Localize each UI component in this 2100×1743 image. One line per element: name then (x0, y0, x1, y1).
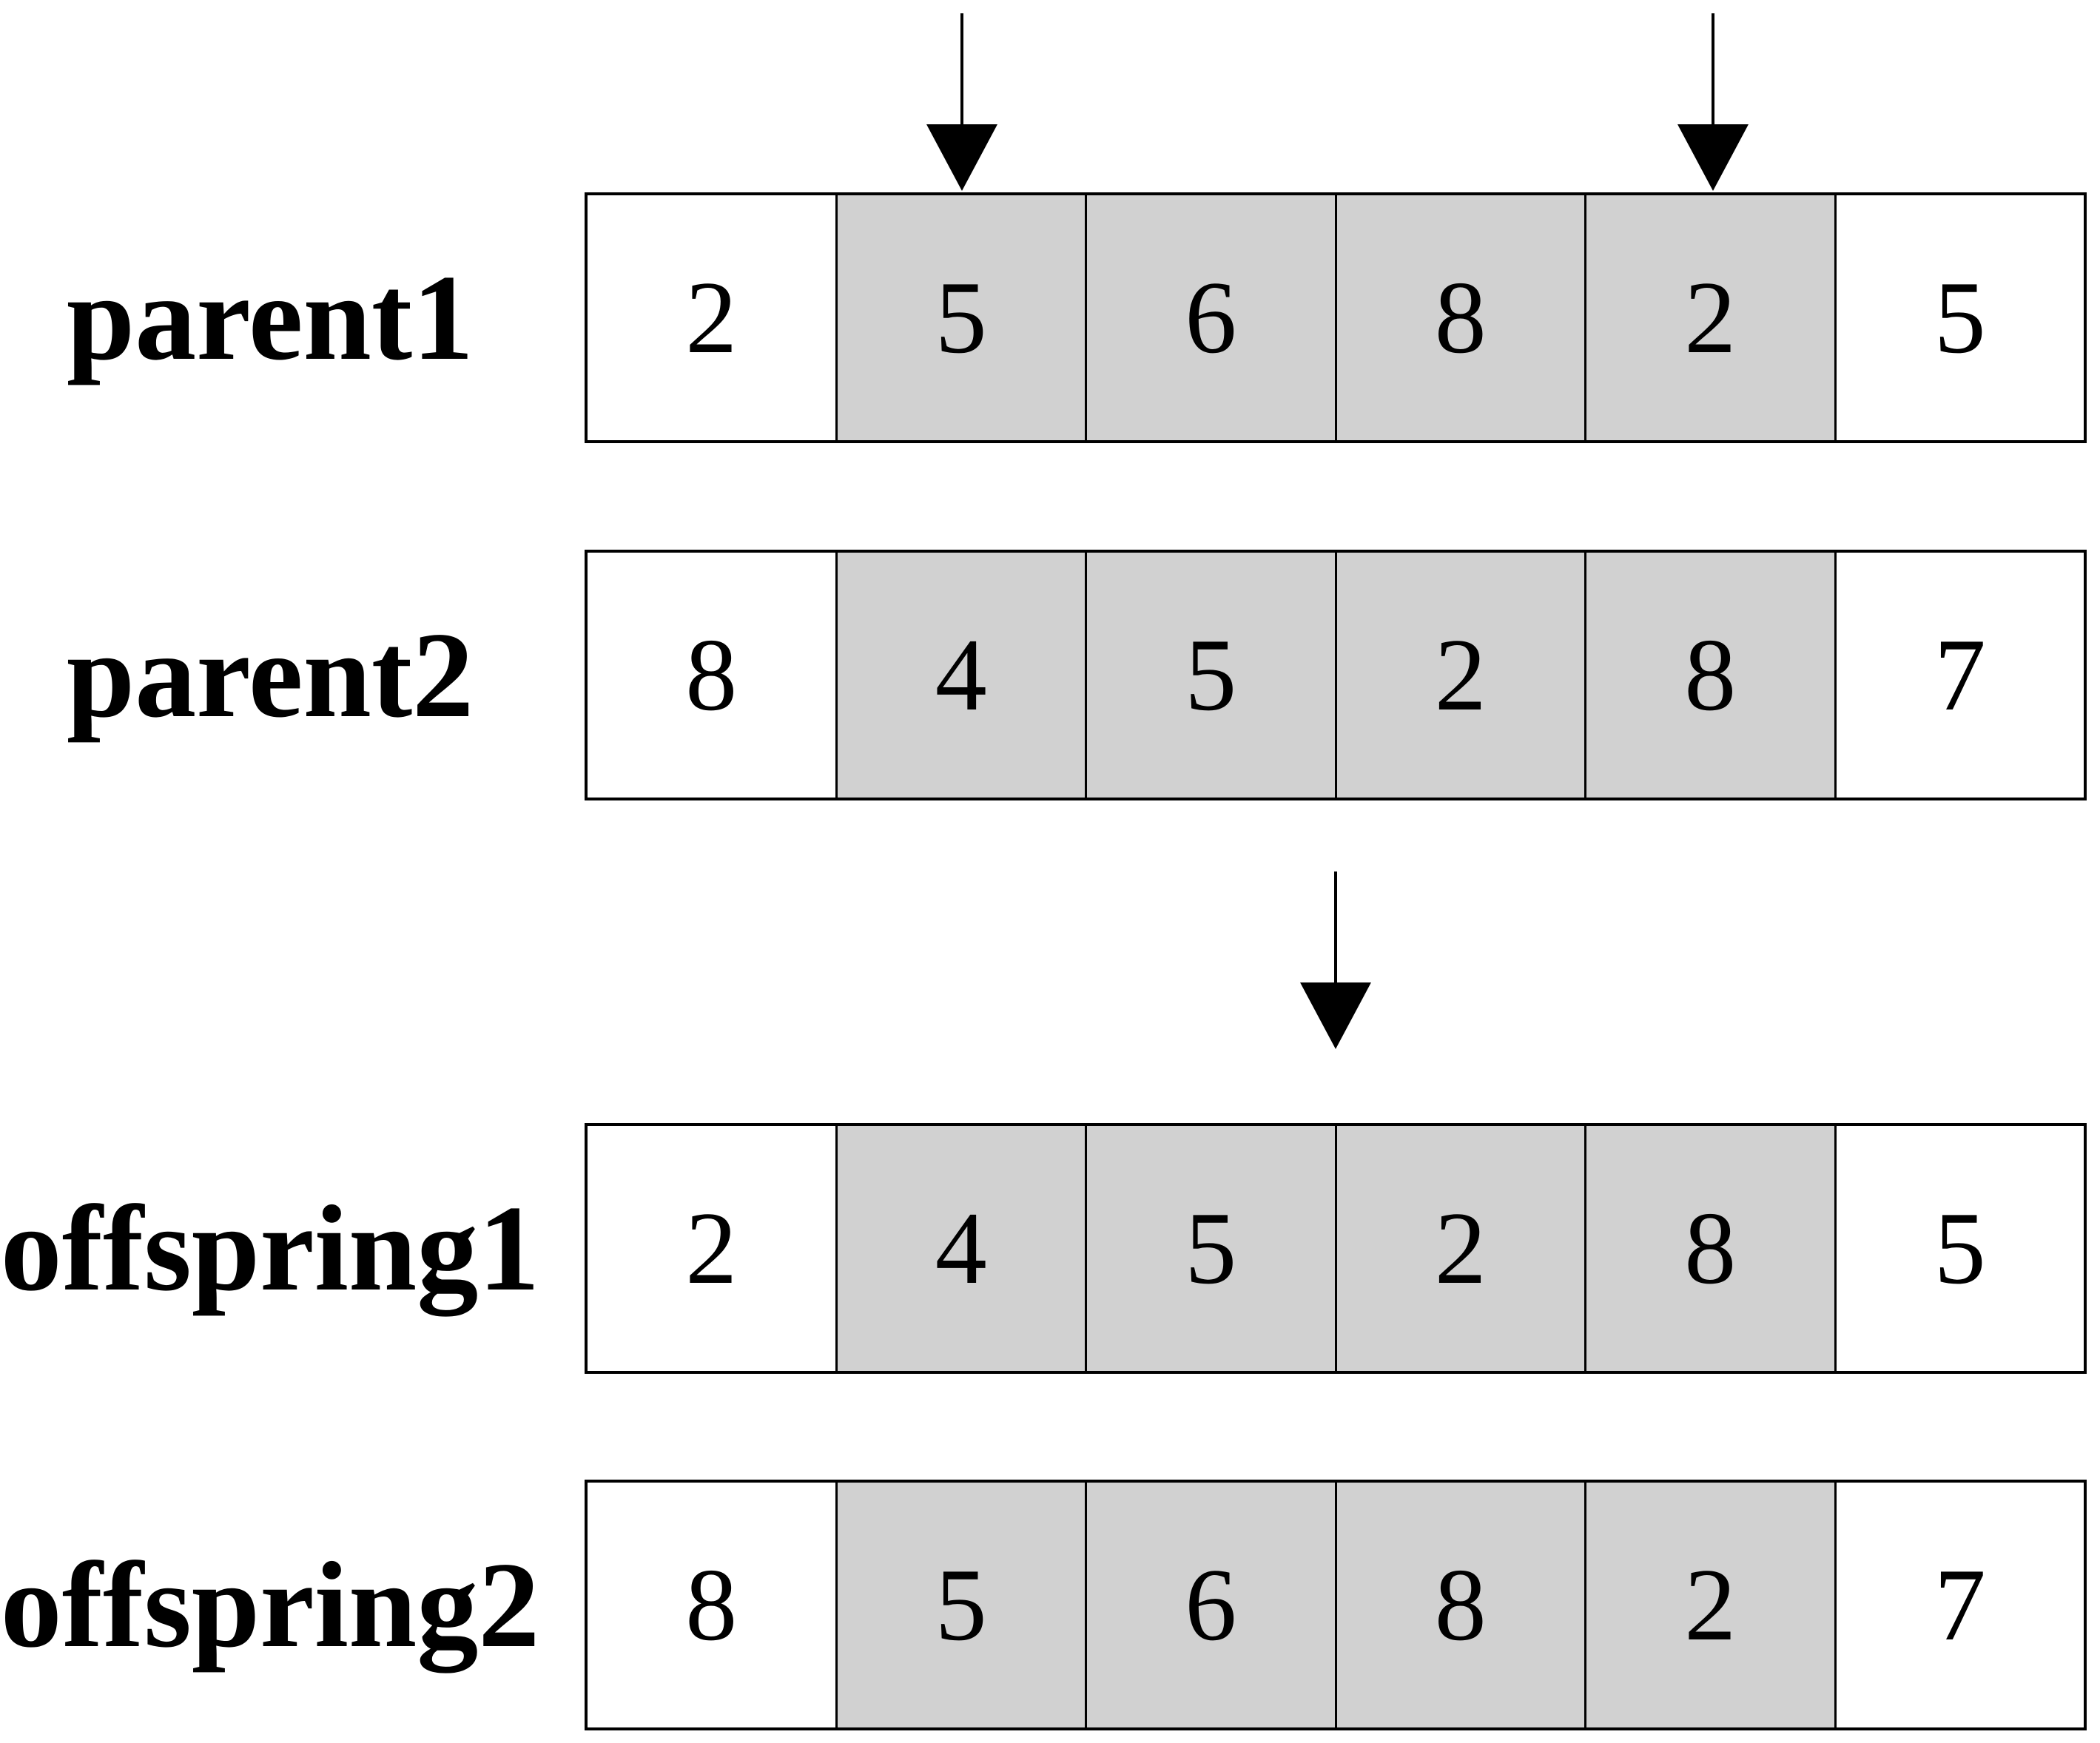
offspring2-gene-3: 6 (1085, 1483, 1335, 1727)
parent2-gene-6: 7 (1834, 553, 2084, 798)
parent2-gene-5: 8 (1584, 553, 1834, 798)
parent1-gene-1: 2 (588, 195, 835, 440)
parent2-gene-1: 8 (588, 553, 835, 798)
offspring1-gene-3: 5 (1085, 1126, 1335, 1371)
offspring2-gene-1: 8 (588, 1483, 835, 1727)
offspring1-gene-5: 8 (1584, 1126, 1834, 1371)
offspring1-gene-2: 4 (835, 1126, 1085, 1371)
crossover-result-arrow (1300, 872, 1371, 1049)
offspring1-label: offspring1 (0, 1180, 540, 1316)
parent1-gene-6: 5 (1834, 195, 2084, 440)
parent2-chromosome: 8 4 5 2 8 7 (585, 550, 2087, 800)
parent1-gene-2: 5 (835, 195, 1085, 440)
offspring2-gene-6: 7 (1834, 1483, 2084, 1727)
offspring1-gene-1: 2 (588, 1126, 835, 1371)
offspring1-gene-6: 5 (1834, 1126, 2084, 1371)
offspring2-chromosome: 8 5 6 8 2 7 (585, 1480, 2087, 1730)
offspring1-chromosome: 2 4 5 2 8 5 (585, 1123, 2087, 1374)
parent1-gene-4: 8 (1334, 195, 1584, 440)
parent1-chromosome: 2 5 6 8 2 5 (585, 192, 2087, 443)
offspring2-gene-4: 8 (1334, 1483, 1584, 1727)
parent2-gene-4: 2 (1334, 553, 1584, 798)
crossover-point-1-arrow (926, 13, 997, 191)
offspring2-gene-2: 5 (835, 1483, 1085, 1727)
offspring1-gene-4: 2 (1334, 1126, 1584, 1371)
parent1-gene-3: 6 (1085, 195, 1335, 440)
crossover-point-2-arrow (1677, 13, 1749, 191)
parent2-gene-3: 5 (1085, 553, 1335, 798)
parent2-gene-2: 4 (835, 553, 1085, 798)
offspring2-gene-5: 2 (1584, 1483, 1834, 1727)
parent1-gene-5: 2 (1584, 195, 1834, 440)
parent2-label: parent2 (66, 607, 474, 743)
offspring2-label: offspring2 (0, 1537, 540, 1673)
parent1-label: parent1 (66, 249, 474, 385)
